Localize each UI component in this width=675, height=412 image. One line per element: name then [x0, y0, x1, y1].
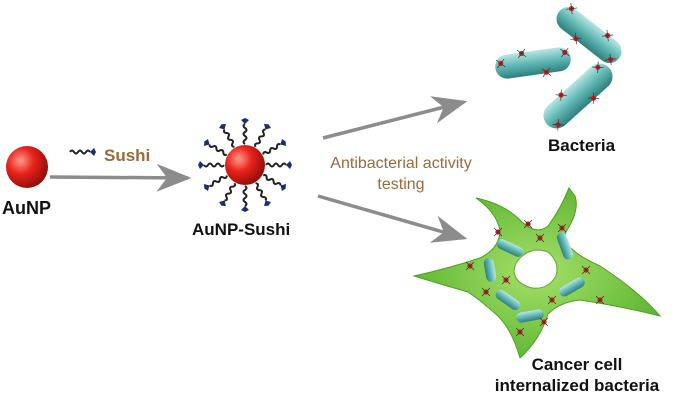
aunp-label: AuNP [2, 198, 51, 218]
cancer-cell-icon [412, 186, 662, 359]
arrow-to-cancer-cell-icon [317, 194, 468, 243]
aunp-sushi-label: AuNP-Sushi [192, 220, 291, 239]
bacterium-icon [495, 47, 571, 79]
gold-nanoparticle-icon [6, 146, 48, 188]
aunp-sushi-conjugate-icon [197, 117, 293, 213]
bacterium-icon [556, 2, 622, 66]
cancer-cell-label: Cancer cell internalized bacteria [482, 354, 672, 396]
antibacterial-testing-label: Antibacterial activity testing [318, 153, 484, 195]
antibacterial-testing-line2: testing [377, 176, 425, 193]
sushi-label: Sushi [104, 146, 151, 165]
cancer-cell-line2: internalized bacteria [494, 376, 660, 395]
bacterium-icon [543, 61, 613, 131]
peptide-icon [69, 147, 97, 157]
arrow-to-bacteria-icon [322, 96, 468, 140]
cancer-cell-line1: Cancer cell [531, 355, 623, 374]
bacteria-label: Bacteria [548, 136, 616, 155]
antibacterial-testing-line1: Antibacterial activity [330, 155, 472, 172]
arrow-icon [49, 163, 192, 192]
